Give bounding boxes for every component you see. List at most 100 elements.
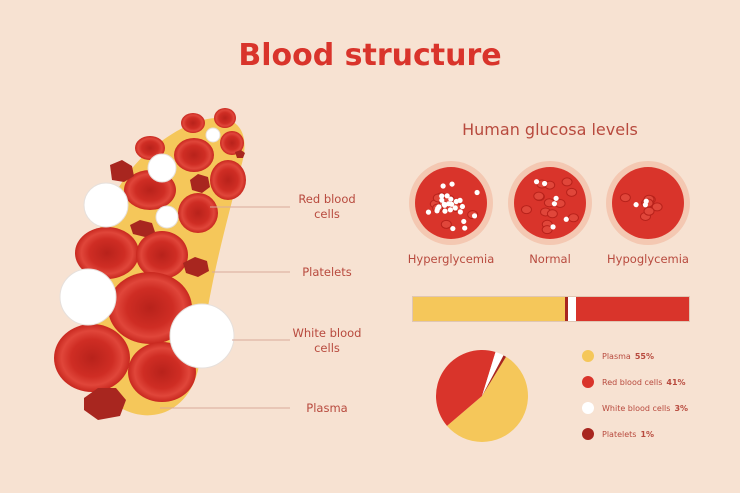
label-plasma: Plasma bbox=[306, 401, 348, 415]
glucose-dot bbox=[445, 201, 452, 207]
glucose-dot bbox=[461, 218, 467, 225]
glucose-dot bbox=[441, 201, 447, 207]
legend-label: White blood cells bbox=[602, 403, 671, 413]
cell-dot bbox=[561, 177, 573, 187]
label-hypoglycemia: Hypoglycemia bbox=[607, 252, 689, 266]
cell-dot bbox=[643, 206, 655, 216]
cell-dot bbox=[546, 209, 558, 219]
red-blood-cell bbox=[75, 227, 139, 279]
glucose-dot bbox=[633, 202, 639, 208]
cell-dot bbox=[566, 187, 578, 197]
legend-swatch bbox=[582, 428, 594, 440]
glucose-dot bbox=[436, 204, 442, 210]
legend-value: 41% bbox=[666, 377, 686, 387]
cell-dot bbox=[440, 219, 452, 229]
cell-dot bbox=[541, 225, 553, 235]
glucose-dot bbox=[457, 209, 463, 215]
red-blood-cells-group bbox=[54, 108, 246, 402]
label-platelets: Platelets bbox=[302, 265, 352, 279]
glucose-dot bbox=[425, 209, 432, 215]
label-white-blood-cells: White blood cells bbox=[292, 326, 362, 355]
white-blood-cell bbox=[59, 268, 117, 326]
platelet bbox=[130, 220, 155, 237]
glucose-dot bbox=[452, 205, 458, 211]
white-blood-cell bbox=[169, 303, 235, 369]
red-blood-cell bbox=[136, 231, 188, 279]
leader-lines bbox=[160, 206, 290, 409]
legend-label: Plasma bbox=[602, 351, 631, 361]
glucose-dot bbox=[642, 202, 649, 208]
glucose-dot bbox=[459, 203, 466, 210]
platelets-group bbox=[84, 150, 245, 420]
glucose-dot bbox=[533, 179, 540, 185]
cell-dot bbox=[619, 193, 631, 203]
legend-swatch bbox=[582, 376, 594, 388]
label-hyperglycemia: Hyperglycemia bbox=[407, 252, 495, 266]
legend-label: Red blood cells bbox=[602, 377, 663, 387]
glucose-dot bbox=[474, 189, 480, 196]
pie-slice-white-blood-cells bbox=[482, 352, 504, 396]
white-blood-cell bbox=[155, 205, 179, 229]
bar-segment-platelets bbox=[564, 297, 568, 321]
glucose-dot bbox=[440, 183, 446, 189]
bar-segment-white-blood-cells bbox=[567, 297, 576, 321]
legend-swatch bbox=[582, 402, 594, 414]
glucose-dot bbox=[448, 196, 454, 202]
platelet bbox=[235, 150, 245, 158]
red-blood-cell bbox=[220, 131, 244, 155]
red-blood-cell bbox=[54, 324, 130, 392]
white-blood-cell bbox=[147, 153, 177, 183]
glucose-dot bbox=[447, 207, 453, 213]
legend-value: 1% bbox=[640, 429, 655, 439]
glucose-section-title: Human glucosa levels bbox=[462, 120, 638, 139]
cell-dot bbox=[651, 202, 663, 212]
glucose-dot bbox=[450, 225, 456, 232]
composition-bar bbox=[412, 296, 690, 322]
pie-slice-plasma bbox=[447, 356, 528, 442]
red-blood-cell bbox=[214, 108, 236, 128]
glucose-dot bbox=[462, 225, 468, 231]
glucose-dot bbox=[457, 197, 463, 203]
platelet bbox=[110, 160, 134, 182]
pie-slice-platelets bbox=[482, 355, 507, 396]
red-blood-cell bbox=[210, 160, 246, 200]
legend-value: 3% bbox=[674, 403, 689, 413]
platelet bbox=[190, 174, 210, 193]
glucose-dot bbox=[553, 195, 559, 201]
label-normal: Normal bbox=[529, 252, 571, 266]
glucose-dot bbox=[542, 180, 548, 187]
cell-dot bbox=[567, 213, 579, 223]
label-red-blood-cells: Red blood cells bbox=[298, 192, 356, 221]
white-blood-cell bbox=[205, 127, 221, 143]
page-title: Blood structure bbox=[238, 38, 502, 73]
legend-label: Platelets bbox=[602, 429, 637, 439]
glucose-dot bbox=[444, 193, 450, 199]
red-blood-cell bbox=[174, 138, 214, 172]
bar-segment-plasma bbox=[413, 297, 565, 321]
red-blood-cell bbox=[108, 272, 192, 344]
glucose-dot bbox=[550, 224, 556, 230]
red-blood-cell bbox=[178, 193, 218, 233]
red-blood-cell bbox=[181, 113, 205, 133]
glucose-dot bbox=[442, 208, 448, 214]
composition-pie-chart bbox=[436, 350, 528, 442]
glucose-dot bbox=[449, 181, 455, 187]
glucose-dot bbox=[471, 213, 478, 219]
bar-segment-red-blood-cells bbox=[575, 297, 689, 321]
white-blood-cells-group bbox=[59, 127, 235, 369]
pie-slice-red-blood-cells bbox=[436, 350, 496, 426]
glucose-dot bbox=[551, 201, 558, 207]
platelet bbox=[183, 257, 209, 277]
glucose-dot bbox=[439, 193, 445, 199]
glucose-dot bbox=[563, 216, 569, 222]
glucose-dot bbox=[439, 197, 445, 203]
white-blood-cell bbox=[83, 182, 129, 228]
legend-swatch bbox=[582, 350, 594, 362]
cell-dot bbox=[520, 205, 532, 215]
red-blood-cell bbox=[135, 136, 165, 160]
